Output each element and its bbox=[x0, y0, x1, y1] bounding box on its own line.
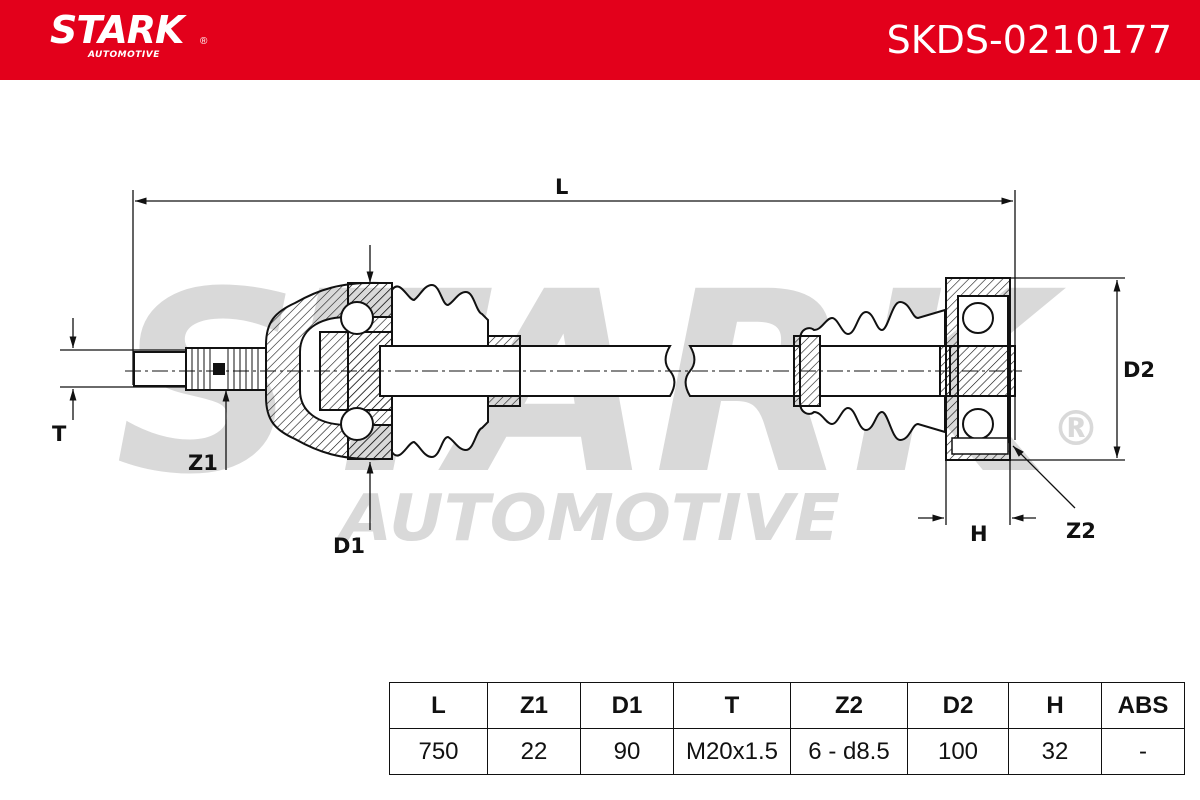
spec-value-row: 750 22 90 M20x1.5 6 - d8.5 100 32 - bbox=[389, 728, 1185, 775]
stark-logo: STARK ® AUTOMOTIVE bbox=[50, 8, 207, 60]
spec-header-Z2: Z2 bbox=[790, 682, 908, 729]
label-D1: D1 bbox=[333, 534, 365, 558]
logo-registered-mark: ® bbox=[200, 36, 208, 47]
spec-value-H: 32 bbox=[1008, 728, 1102, 775]
label-T: T bbox=[52, 422, 67, 446]
watermark-registered: ® bbox=[1052, 401, 1100, 457]
spec-header-H: H bbox=[1008, 682, 1102, 729]
spec-value-Z2: 6 - d8.5 bbox=[790, 728, 908, 775]
label-D2: D2 bbox=[1123, 358, 1155, 382]
part-number: SKDS-0210177 bbox=[886, 18, 1172, 62]
spec-header-T: T bbox=[673, 682, 791, 729]
label-L: L bbox=[555, 175, 568, 199]
logo-tagline: AUTOMOTIVE bbox=[88, 50, 160, 60]
logo-wordmark: STARK bbox=[50, 8, 184, 52]
spec-header-D1: D1 bbox=[580, 682, 674, 729]
label-Z1: Z1 bbox=[188, 451, 218, 475]
spec-value-D2: 100 bbox=[907, 728, 1009, 775]
spec-value-T: M20x1.5 bbox=[673, 728, 791, 775]
label-H: H bbox=[970, 522, 988, 546]
header-bar: STARK ® AUTOMOTIVE SKDS-0210177 bbox=[0, 0, 1200, 80]
spec-value-D1: 90 bbox=[580, 728, 674, 775]
spec-table: L Z1 D1 T Z2 D2 H ABS 750 22 90 M20x1.5 … bbox=[389, 682, 1185, 775]
spec-value-ABS: - bbox=[1101, 728, 1185, 775]
label-Z2: Z2 bbox=[1066, 519, 1096, 543]
spec-header-D2: D2 bbox=[907, 682, 1009, 729]
spec-header-L: L bbox=[389, 682, 488, 729]
inner-flange-joint bbox=[939, 277, 1016, 461]
spec-value-Z1: 22 bbox=[487, 728, 581, 775]
watermark-tagline: AUTOMOTIVE bbox=[335, 482, 840, 556]
spec-header-Z1: Z1 bbox=[487, 682, 581, 729]
spec-header-ABS: ABS bbox=[1101, 682, 1185, 729]
spec-header-row: L Z1 D1 T Z2 D2 H ABS bbox=[389, 682, 1185, 729]
outer-stub bbox=[133, 347, 267, 391]
spec-value-L: 750 bbox=[389, 728, 488, 775]
drive-shaft-drawing: STARK AUTOMOTIVE ® L T Z1 D1 D2 H Z2 bbox=[52, 175, 1155, 558]
